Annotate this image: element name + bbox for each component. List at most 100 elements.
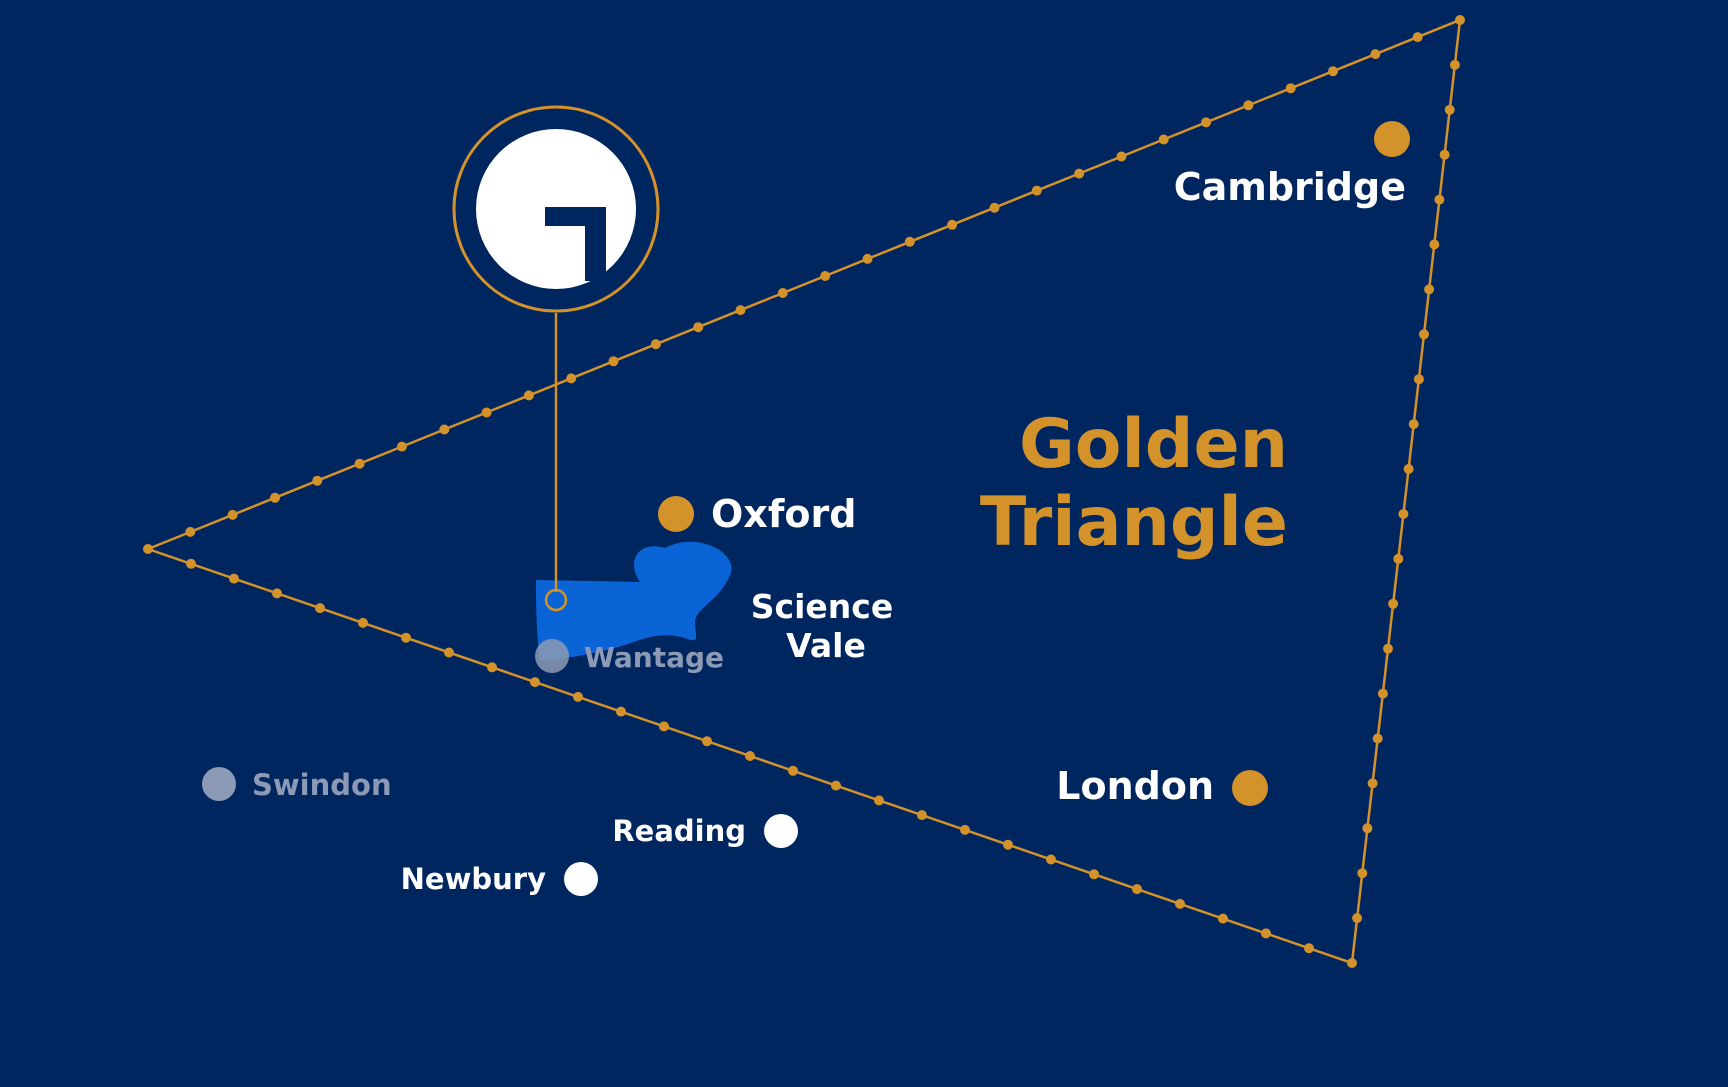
triangle-dot (270, 492, 280, 503)
triangle-dot (1031, 185, 1042, 196)
triangle-dot (1243, 100, 1254, 111)
triangle-dot (917, 810, 927, 821)
newbury-label: Newbury (401, 862, 546, 896)
triangle-dot (1357, 868, 1368, 879)
triangle-dot (745, 751, 755, 761)
triangle-dot (1175, 898, 1185, 909)
triangle-dot (312, 475, 323, 486)
triangle-dot (1377, 688, 1388, 699)
triangle-dot (1429, 239, 1440, 250)
reading-marker (764, 814, 798, 848)
triangle-dot (185, 526, 196, 537)
triangle-dot (788, 765, 798, 776)
triangle-dot (1444, 104, 1455, 115)
triangle-dot (616, 706, 626, 717)
triangle-dot (820, 271, 831, 281)
triangle-dot (1328, 66, 1338, 77)
triangle-dot (523, 390, 534, 401)
triangle-dot (229, 573, 239, 584)
london-label: London (1056, 764, 1214, 808)
triangle-dot (947, 219, 958, 230)
triangle-dot (186, 558, 196, 569)
triangle-dot (481, 407, 492, 418)
triangle-dot (608, 356, 619, 367)
triangle-dot (1403, 464, 1414, 474)
title-line1: Golden (1019, 405, 1288, 484)
triangle-dot (487, 662, 497, 673)
triangle-dot (1439, 149, 1450, 160)
triangle-dot (1347, 958, 1357, 968)
triangle-dot (960, 824, 970, 835)
triangle-dot (831, 780, 841, 791)
triangle-dot (1419, 329, 1429, 340)
triangle-dot (227, 509, 238, 520)
triangle-dot (1003, 839, 1013, 850)
triangle-dot (530, 677, 540, 688)
triangle-dot (1201, 117, 1212, 128)
science-vale-label-line2: Vale (786, 626, 866, 665)
triangle-dot (566, 373, 577, 384)
triangle-dot (1412, 32, 1423, 43)
triangle-dot (1367, 778, 1378, 789)
oxford-label: Oxford (711, 492, 856, 536)
triangle-dot (1372, 733, 1383, 744)
triangle-dot (1218, 913, 1228, 924)
triangle-dot (1261, 928, 1271, 939)
triangle-dot (1455, 15, 1465, 25)
triangle-dot (1089, 869, 1099, 880)
triangle-dot (1304, 943, 1314, 954)
triangle-dot (358, 617, 368, 628)
triangle-dot (1362, 823, 1373, 834)
triangle-dot (1132, 884, 1142, 895)
triangle-dot (702, 736, 712, 747)
logo-pin-anchor (544, 588, 568, 612)
reading-label: Reading (612, 814, 746, 848)
cambridge-label: Cambridge (1174, 165, 1406, 209)
triangle-dot (735, 305, 746, 316)
triangle-dot (650, 339, 661, 350)
title-line2: Triangle (980, 483, 1288, 562)
triangle-dot (1074, 168, 1085, 179)
triangle-dot (862, 253, 873, 264)
triangle-dot (1398, 509, 1409, 519)
triangle-dot (1285, 83, 1296, 94)
triangle-dot (143, 544, 153, 554)
triangle-dot (1424, 284, 1435, 295)
swindon-label: Swindon (252, 768, 392, 802)
wantage-label: Wantage (584, 641, 724, 674)
triangle-dot (989, 202, 1000, 213)
triangle-dot (1388, 598, 1399, 609)
triangle-dot (396, 441, 407, 452)
triangle-dot (439, 424, 450, 435)
swindon-marker (202, 767, 236, 801)
science-vale-label-line1: Science (751, 587, 893, 626)
cambridge-marker (1374, 121, 1410, 157)
triangle-dot (444, 647, 454, 658)
science-vale-region (536, 541, 732, 660)
triangle-dot (315, 603, 325, 614)
triangle-dot (354, 458, 365, 469)
company-logo-icon (452, 105, 660, 313)
triangle-dot (1449, 59, 1460, 70)
newbury-marker (564, 862, 598, 896)
london-marker (1232, 770, 1268, 806)
wantage-marker (535, 639, 569, 673)
triangle-dot (1046, 854, 1056, 865)
triangle-dot (904, 236, 915, 247)
triangle-dot (573, 691, 583, 702)
triangle-dot (693, 322, 704, 333)
triangle-dot (874, 795, 884, 806)
triangle-dot (272, 588, 282, 599)
oxford-marker (658, 496, 694, 532)
triangle-dot (1393, 553, 1404, 564)
triangle-dots (143, 15, 1465, 968)
triangle-dot (1116, 151, 1127, 162)
triangle-dot (1408, 419, 1419, 430)
triangle-dot (401, 632, 411, 643)
triangle-dot (1413, 374, 1424, 385)
triangle-dot (1370, 49, 1381, 60)
triangle-dot (777, 288, 788, 298)
triangle-dot (1434, 194, 1445, 205)
